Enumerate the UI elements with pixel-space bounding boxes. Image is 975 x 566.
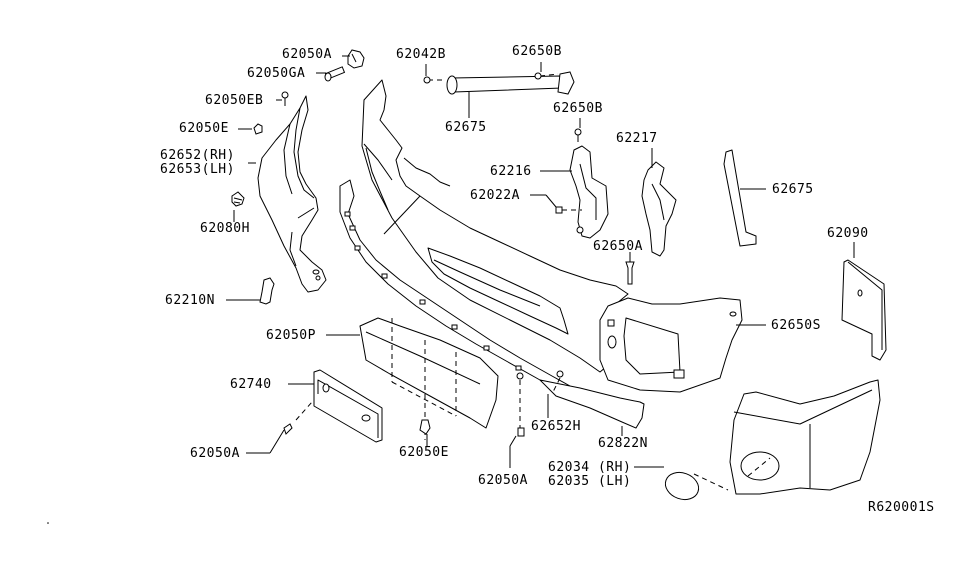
callout-62050ga[interactable]: 62050GA <box>247 66 306 81</box>
callout-62050eb[interactable]: 62050EB <box>205 93 264 108</box>
clip-62050a-top[interactable] <box>347 49 365 69</box>
callout-62740[interactable]: 62740 <box>230 377 272 392</box>
callout-62050e-lower[interactable]: 62050E <box>399 445 449 460</box>
fascia-lower-lip[interactable] <box>339 179 571 393</box>
clip-62050e-left[interactable] <box>253 123 263 135</box>
callout-62050a-bottom[interactable]: 62050A <box>478 473 528 488</box>
reinforcement-bar-top[interactable] <box>423 71 575 95</box>
callout-62050a-left[interactable]: 62050A <box>190 446 240 461</box>
callout-62652-rh[interactable]: 62652(RH) <box>160 148 235 163</box>
callout-62650b-top[interactable]: 62650B <box>512 44 562 59</box>
callout-62042b[interactable]: 62042B <box>396 47 446 62</box>
clip-62050e-lower[interactable] <box>419 419 431 435</box>
bracket-62216[interactable] <box>555 128 609 239</box>
screw-62050ga[interactable] <box>324 66 346 82</box>
support-bracket-62650s[interactable] <box>599 297 743 393</box>
pad-62090[interactable] <box>841 259 887 361</box>
license-bracket-62740[interactable] <box>283 369 383 443</box>
callout-62210n[interactable]: 62210N <box>165 293 215 308</box>
bracket-62210n[interactable] <box>259 277 275 305</box>
callout-62675-top[interactable]: 62675 <box>445 120 487 135</box>
bumper-fascia-part[interactable] <box>361 79 629 373</box>
fog-lamp-cover[interactable] <box>662 468 729 504</box>
callout-62650a-mid[interactable]: 62650A <box>593 239 643 254</box>
callout-62653-lh[interactable]: 62653(LH) <box>160 162 235 177</box>
callout-62050p[interactable]: 62050P <box>266 328 316 343</box>
callout-62650b-mid[interactable]: 62650B <box>553 101 603 116</box>
callout-62050e-left[interactable]: 62050E <box>179 121 229 136</box>
callout-62050a-top[interactable]: 62050A <box>282 47 332 62</box>
callout-62090[interactable]: 62090 <box>827 226 869 241</box>
callout-62675-side[interactable]: 62675 <box>772 182 814 197</box>
side-bracket-part[interactable] <box>257 95 327 293</box>
callout-62022a[interactable]: 62022A <box>470 188 520 203</box>
callout-62217[interactable]: 62217 <box>616 131 658 146</box>
bracket-62217[interactable] <box>641 161 677 257</box>
leader-lines <box>226 55 855 468</box>
callout-62652h[interactable]: 62652H <box>531 419 581 434</box>
callout-62822n[interactable]: 62822N <box>598 436 648 451</box>
reinforcement-bar-side[interactable] <box>723 149 757 247</box>
grille-62050p[interactable] <box>359 317 499 440</box>
callout-62650s[interactable]: 62650S <box>771 318 821 333</box>
nut-62080h[interactable] <box>231 191 245 207</box>
bolt-62050eb[interactable] <box>281 91 289 106</box>
bolt-62650a[interactable] <box>625 261 635 285</box>
callout-62035-lh[interactable]: 62035 (LH) <box>548 474 632 489</box>
under-cover-62822n[interactable] <box>516 370 645 437</box>
callout-62080h[interactable]: 62080H <box>200 221 250 236</box>
callout-62034-rh[interactable]: 62034 (RH) <box>548 460 632 475</box>
stray-dot <box>47 522 49 524</box>
callout-62216[interactable]: 62216 <box>490 164 532 179</box>
reference-code: R620001S <box>868 500 935 515</box>
bumper-corner-part[interactable] <box>729 379 881 495</box>
